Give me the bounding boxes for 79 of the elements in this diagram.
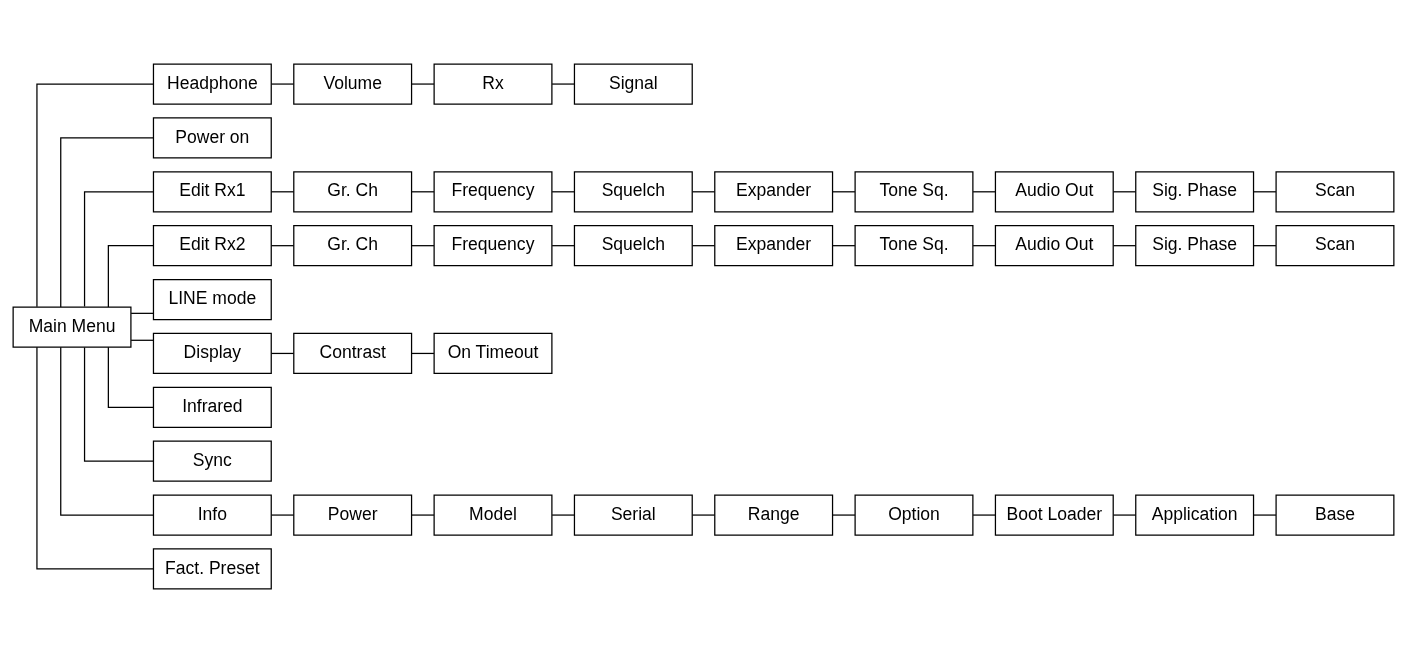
connector xyxy=(1253,245,1277,247)
node-box: Scan xyxy=(1275,225,1395,267)
connector xyxy=(1112,514,1137,516)
node-box: Gr. Ch xyxy=(293,171,413,213)
node-box: Tone Sq. xyxy=(854,171,974,213)
node-box: LINE mode xyxy=(152,278,272,321)
connector xyxy=(1112,191,1137,193)
node-box: Scan xyxy=(1275,171,1395,213)
connector xyxy=(270,83,295,85)
connector xyxy=(551,191,575,193)
connector xyxy=(1112,245,1137,247)
connector xyxy=(36,83,155,308)
connector xyxy=(411,352,435,355)
connector xyxy=(270,352,295,355)
node-box: Squelch xyxy=(573,225,693,267)
node-box: Power xyxy=(293,494,413,536)
node-box: Application xyxy=(1135,494,1255,536)
connector xyxy=(832,191,856,193)
node-box: Option xyxy=(854,494,974,536)
connector xyxy=(832,245,856,247)
node-box: Frequency xyxy=(433,171,553,213)
node-box: Expander xyxy=(714,225,834,267)
node-box: Edit Rx1 xyxy=(152,171,272,213)
node-box: Sync xyxy=(152,440,272,482)
connector xyxy=(1253,191,1277,193)
connector xyxy=(972,191,996,193)
node-box: Model xyxy=(433,494,553,536)
connector xyxy=(972,245,996,247)
connector xyxy=(130,312,154,314)
connector xyxy=(972,514,996,516)
node-box: Squelch xyxy=(573,171,693,213)
connector xyxy=(411,514,435,516)
node-box: On Timeout xyxy=(433,332,553,375)
connector xyxy=(551,83,575,85)
node-box: Display xyxy=(152,332,272,375)
connector xyxy=(691,514,716,516)
node-box: Base xyxy=(1275,494,1395,536)
node-box: Info xyxy=(152,494,272,536)
connector xyxy=(107,346,154,408)
node-box: Main Menu xyxy=(12,306,132,348)
connector xyxy=(1253,514,1277,516)
connector xyxy=(36,346,155,570)
node-box: Range xyxy=(714,494,834,536)
node-box: Volume xyxy=(293,63,413,105)
connector xyxy=(83,346,154,462)
node-box: Edit Rx2 xyxy=(152,225,272,267)
node-box: Expander xyxy=(714,171,834,213)
node-box: Infrared xyxy=(152,386,272,428)
connector xyxy=(130,339,154,341)
connector xyxy=(411,83,435,85)
connector xyxy=(551,245,575,247)
connector xyxy=(832,514,856,516)
node-box: Frequency xyxy=(433,225,553,267)
node-box: Gr. Ch xyxy=(293,225,413,267)
node-box: Signal xyxy=(573,63,693,105)
node-box: Sig. Phase xyxy=(1135,171,1255,213)
connector xyxy=(107,245,154,308)
connector xyxy=(411,191,435,193)
node-box: Power on xyxy=(152,117,272,159)
connector xyxy=(551,514,575,516)
connector xyxy=(270,245,295,247)
node-box: Audio Out xyxy=(994,171,1114,213)
node-box: Serial xyxy=(573,494,693,536)
connector xyxy=(411,245,435,247)
connector xyxy=(691,245,716,247)
node-box: Boot Loader xyxy=(994,494,1114,536)
node-box: Fact. Preset xyxy=(152,548,272,590)
connector xyxy=(691,191,716,193)
connector xyxy=(270,191,295,193)
node-box: Headphone xyxy=(152,63,272,105)
connector xyxy=(60,137,154,308)
node-box: Rx xyxy=(433,63,553,105)
node-box: Audio Out xyxy=(994,225,1114,267)
node-box: Contrast xyxy=(293,332,413,375)
node-box: Tone Sq. xyxy=(854,225,974,267)
connector xyxy=(60,346,154,516)
connector xyxy=(270,514,295,516)
connector xyxy=(83,191,154,308)
node-box: Sig. Phase xyxy=(1135,225,1255,267)
